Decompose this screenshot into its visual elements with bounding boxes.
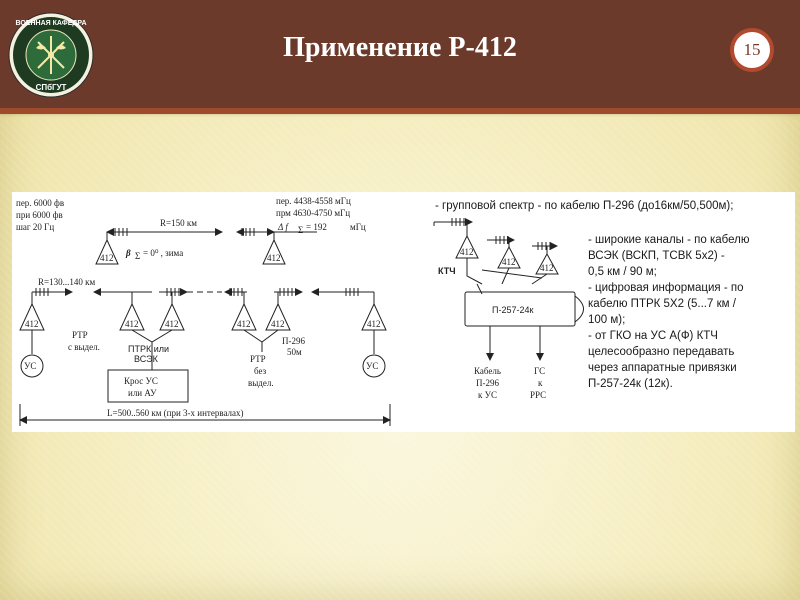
label-delta-unit: мГц bbox=[350, 222, 366, 232]
note-line: через аппаратные привязки bbox=[588, 362, 737, 374]
svg-text:412: 412 bbox=[125, 319, 139, 329]
notes-list: - широкие каналы - по кабелю ВСЭК (ВСКП,… bbox=[588, 232, 749, 392]
note-line: 100 м); bbox=[588, 314, 626, 326]
label-rtr1: РТР bbox=[72, 330, 88, 340]
label-beta-sub: Σ bbox=[135, 251, 140, 261]
note-line: кабелю ПТРК 5Х2 (5...7 км / bbox=[588, 298, 736, 310]
label-us-right: УС bbox=[366, 361, 378, 371]
us-node-left bbox=[20, 354, 44, 378]
label-pri-6000: при 6000 фв bbox=[16, 210, 63, 220]
label-r130: R=130...140 км bbox=[38, 277, 95, 287]
label-delta-f: Δ f bbox=[277, 222, 289, 232]
label-gs2: к bbox=[538, 378, 543, 388]
label-ptrk1: ПТРК или bbox=[128, 344, 169, 354]
label-cross2: или АУ bbox=[128, 388, 157, 398]
diagram-panel: пер. 6000 фв при 6000 фв шаг 20 Гц R=150… bbox=[12, 192, 795, 432]
label-beta-eq: = 0⁰ , зима bbox=[143, 248, 183, 258]
label-gs1: ГС bbox=[534, 366, 545, 376]
logo-top-text: ВОЕННАЯ КАФЕДРА bbox=[15, 20, 86, 27]
middle-link bbox=[31, 288, 375, 304]
svg-text:412: 412 bbox=[367, 319, 381, 329]
label-ktch: КТЧ bbox=[438, 266, 456, 276]
relay-network-diagram: пер. 6000 фв при 6000 фв шаг 20 Гц R=150… bbox=[16, 196, 584, 426]
label-p296b: 50м bbox=[287, 347, 302, 357]
label-rtr1b: с выдел. bbox=[68, 342, 100, 352]
label-ptrk2: ВСЭК bbox=[134, 354, 159, 364]
label-cable1: Кабель bbox=[474, 366, 501, 376]
svg-text:412: 412 bbox=[237, 319, 251, 329]
slide-title: Применение Р-412 bbox=[283, 32, 517, 63]
p257-box bbox=[464, 291, 576, 327]
label-per-4438: пер. 4438-4558 мГц bbox=[276, 196, 351, 206]
svg-text:412: 412 bbox=[540, 263, 554, 273]
label-p296: П-296 bbox=[282, 336, 305, 346]
label-rtr2: РТР bbox=[250, 354, 266, 364]
note-line: целесообразно передавать bbox=[588, 346, 735, 358]
military-department-logo: ВОЕННАЯ КАФЕДРА СПбГУТ bbox=[8, 12, 94, 98]
svg-text:412: 412 bbox=[502, 257, 516, 267]
slide-header bbox=[0, 0, 800, 110]
right-diagram bbox=[433, 218, 584, 361]
label-step: шаг 20 Гц bbox=[16, 222, 54, 232]
top-link bbox=[95, 228, 317, 265]
header-accent-line bbox=[0, 108, 800, 114]
note-line: - широкие каналы - по кабелю bbox=[588, 234, 750, 246]
label-rtr2b: без bbox=[254, 366, 267, 376]
label-p257: П-257-24к bbox=[492, 305, 533, 315]
us-node-right bbox=[362, 354, 386, 378]
label-beta: β bbox=[125, 248, 131, 258]
label-cable3: к УС bbox=[478, 390, 497, 400]
logo-bottom-text: СПбГУТ bbox=[36, 83, 67, 92]
svg-text:412: 412 bbox=[267, 253, 281, 263]
svg-text:412: 412 bbox=[25, 319, 39, 329]
note-line: ВСЭК (ВСКП, ТСВК 5х2) - bbox=[588, 250, 725, 262]
note-group-spectrum: - групповой спектр - по кабелю П-296 (до… bbox=[435, 200, 734, 212]
label-delta-sub: Σ bbox=[298, 225, 303, 235]
note-line: П-257-24к (12к). bbox=[588, 378, 673, 390]
label-r150: R=150 км bbox=[160, 218, 197, 228]
label-rtr2c: выдел. bbox=[248, 378, 274, 388]
page-number: 15 bbox=[730, 28, 774, 72]
note-line: - цифровая информация - по bbox=[588, 282, 744, 294]
svg-text:412: 412 bbox=[100, 253, 114, 263]
note-line: 0,5 км / 90 м; bbox=[588, 266, 657, 278]
label-length: L=500..560 км (при 3-х интервалах) bbox=[107, 408, 244, 418]
label-prm-4630: прм 4630-4750 мГц bbox=[276, 208, 350, 218]
label-cross1: Крос УС bbox=[124, 376, 158, 386]
label-us-left: УС bbox=[24, 361, 36, 371]
label-per-6000: пер. 6000 фв bbox=[16, 198, 64, 208]
svg-text:412: 412 bbox=[165, 319, 179, 329]
repeater-triangles bbox=[19, 302, 387, 331]
cross-box bbox=[107, 369, 189, 403]
svg-text:412: 412 bbox=[271, 319, 285, 329]
label-gs3: РРС bbox=[530, 390, 546, 400]
unit-labels: 412 412 412 412 412 412 412 412 412 412 … bbox=[25, 247, 554, 329]
label-cable2: П-296 bbox=[476, 378, 499, 388]
svg-text:412: 412 bbox=[460, 247, 474, 257]
label-delta-val: = 192 bbox=[306, 222, 327, 232]
note-line: - от ГКО на УС А(Ф) КТЧ bbox=[588, 330, 718, 342]
